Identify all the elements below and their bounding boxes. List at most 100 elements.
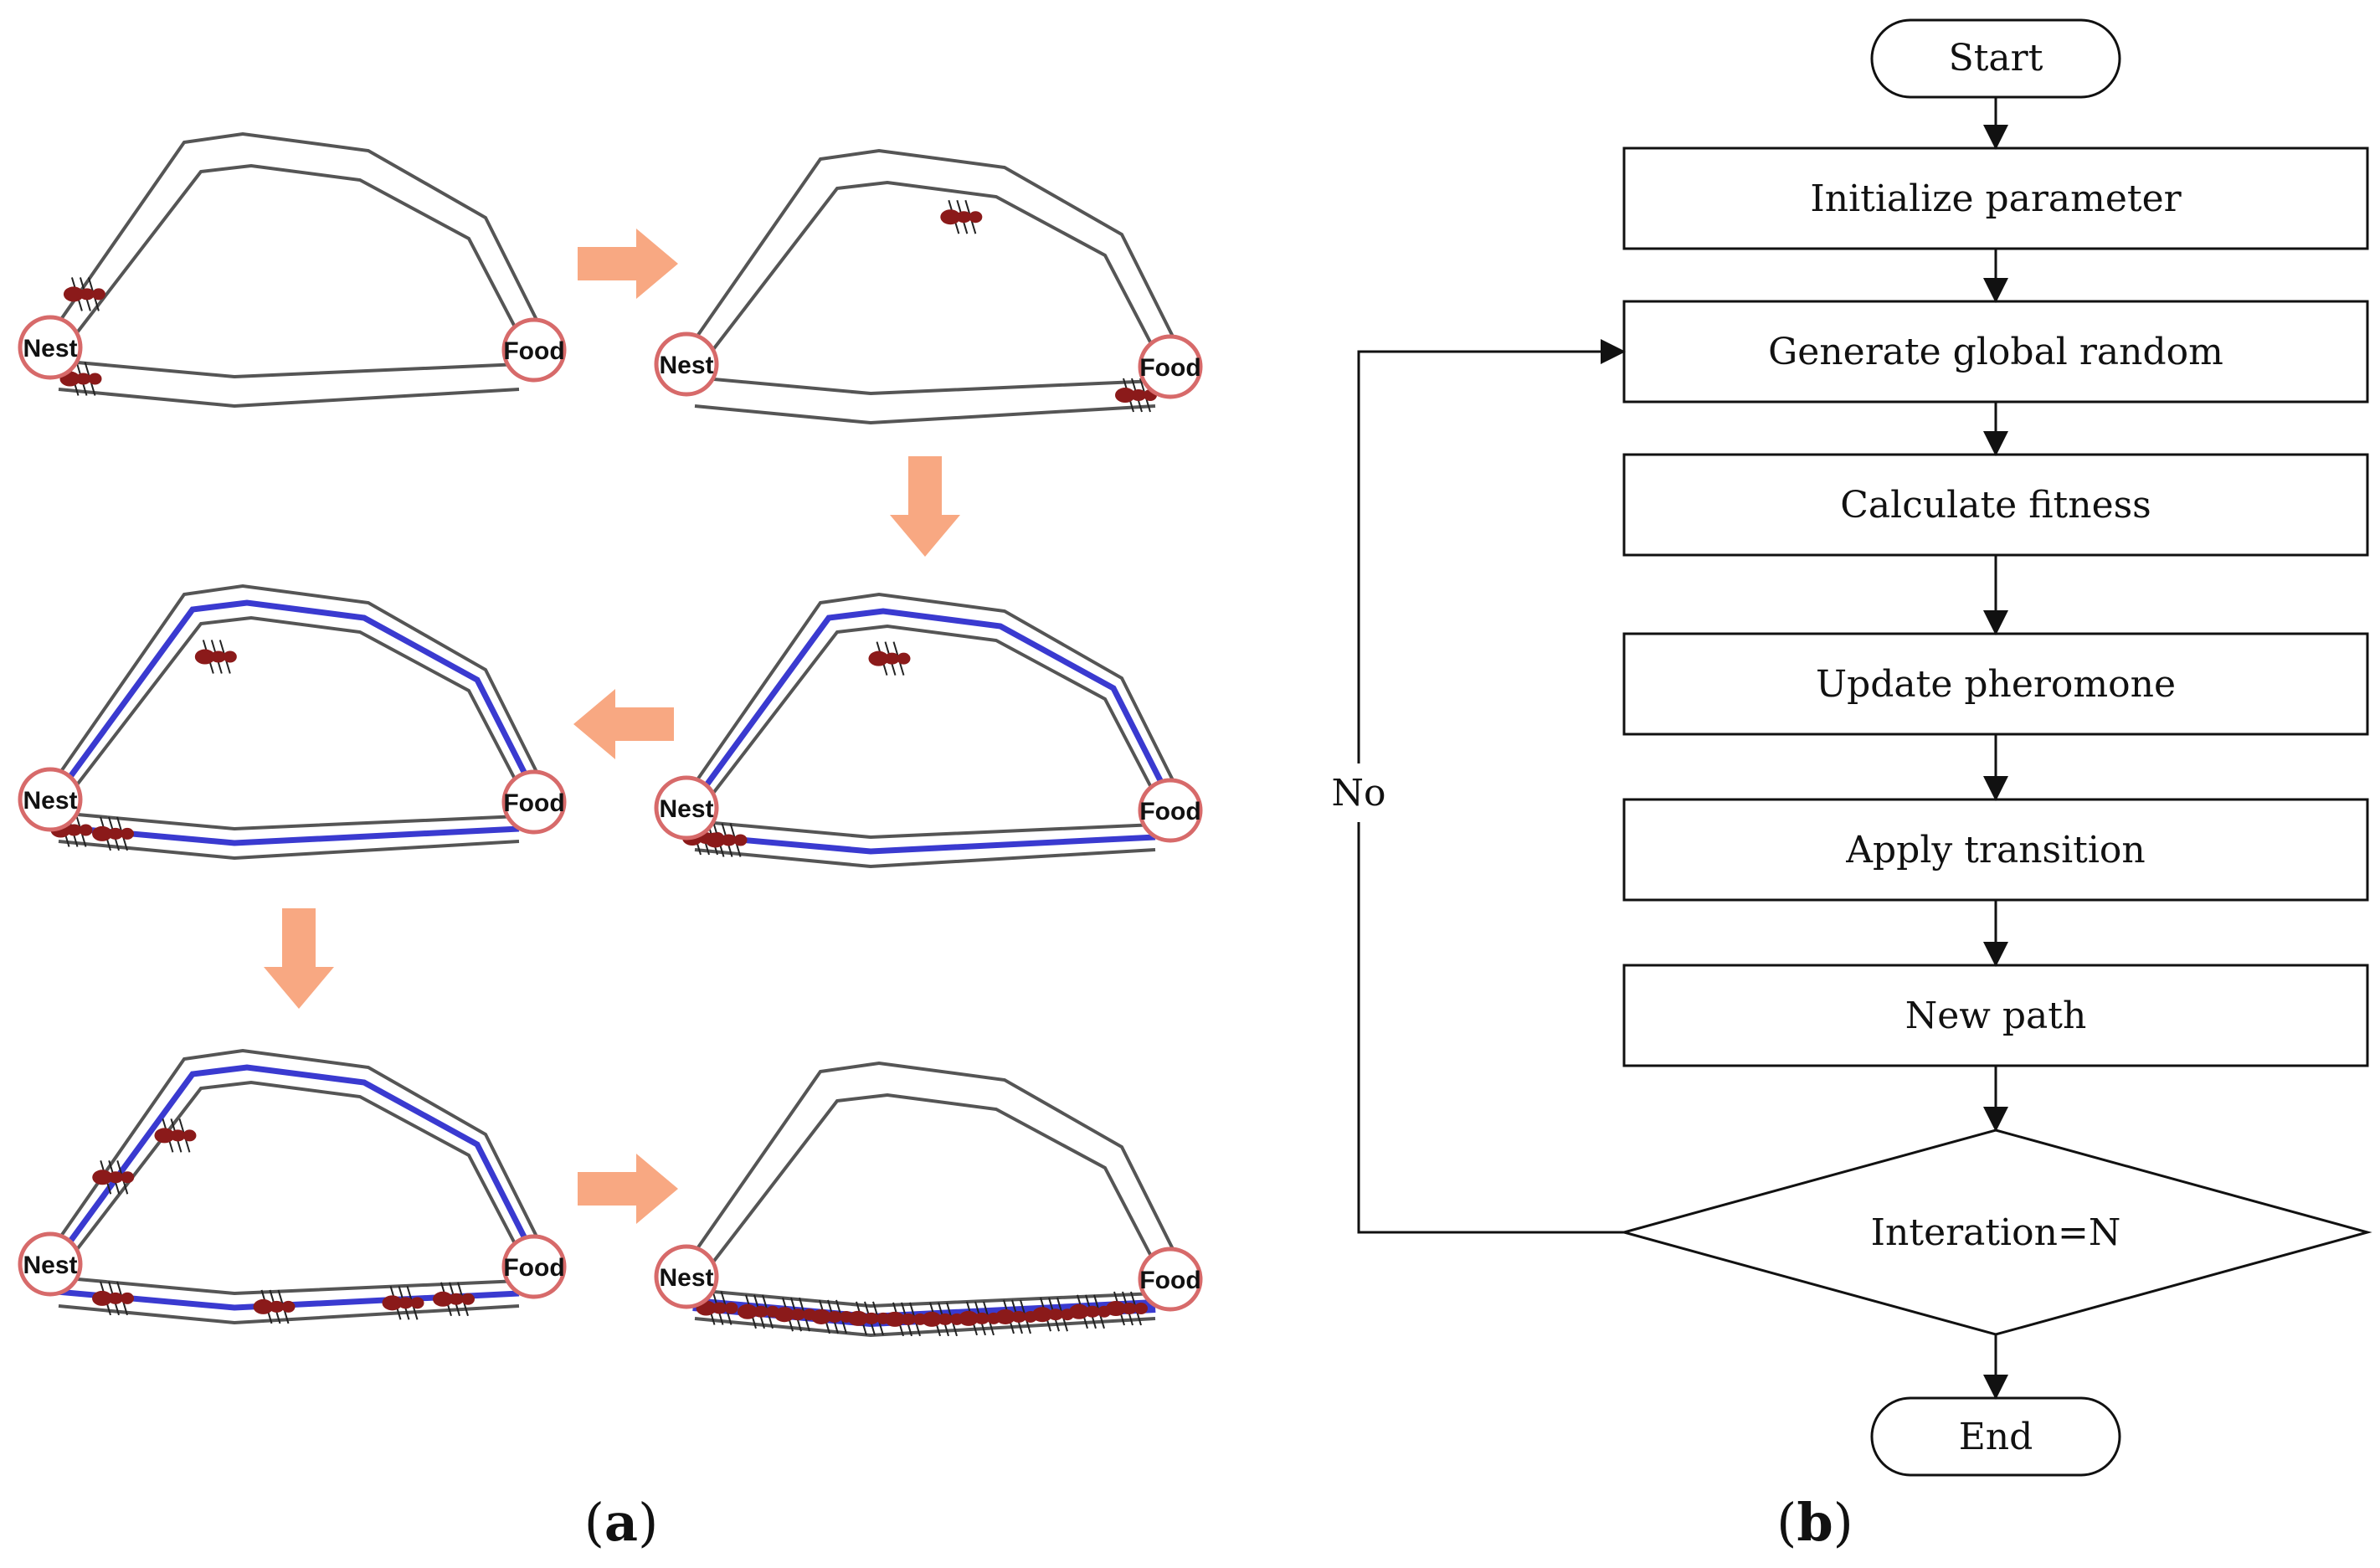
transition-arrow-4	[264, 908, 334, 1009]
caption-a-open: (	[584, 1492, 604, 1553]
short-path-outer	[49, 1275, 520, 1296]
long-path-outer	[685, 592, 1182, 797]
ant-long-0	[63, 277, 105, 311]
ant-short-10	[1069, 1294, 1111, 1329]
svg-text:(b): (b)	[1776, 1492, 1853, 1553]
short-path-outer	[686, 375, 1156, 396]
nest-label: Nest	[659, 795, 713, 823]
long-path-outer	[685, 1061, 1182, 1266]
ant-short-1	[253, 1289, 296, 1324]
svg-text:(a): (a)	[584, 1492, 659, 1553]
short-path-pheromone	[692, 832, 1156, 855]
step-box-new-path	[1622, 964, 2369, 1067]
ant-long-0	[92, 1160, 135, 1195]
end-label: End	[1959, 1416, 2033, 1458]
step-label-fitness: Calculate fitness	[1840, 484, 2151, 527]
ant-short-3	[811, 1299, 853, 1334]
loop-label-bg	[1319, 763, 1398, 822]
transition-arrow-5	[578, 1154, 678, 1224]
food-node	[501, 317, 567, 383]
food-label: Food	[1139, 354, 1200, 382]
nest-label: Nest	[23, 1252, 77, 1279]
food-node	[1138, 334, 1203, 399]
food-label: Food	[503, 1254, 564, 1282]
long-path-outer	[49, 131, 546, 337]
step-box-initialize	[1622, 147, 2369, 250]
ant-short-3	[433, 1282, 475, 1317]
ant-short-8	[995, 1299, 1037, 1334]
path-illustration-step-5: Nest Food	[18, 1048, 567, 1325]
long-path-inner	[74, 615, 521, 789]
short-path-outer	[686, 1288, 1156, 1308]
short-path-inner	[694, 404, 1156, 425]
ant-short-7	[959, 1301, 1000, 1336]
path-illustration-step-1: Nest Food	[18, 131, 567, 409]
food-node	[1138, 1247, 1203, 1312]
nest-node	[654, 775, 719, 841]
food-label: Food	[503, 337, 564, 365]
food-label: Food	[1139, 1267, 1200, 1294]
short-path-outer	[49, 810, 520, 831]
ant-short-2	[382, 1286, 424, 1320]
nest-node	[18, 315, 83, 380]
caption-b-letter: b	[1797, 1492, 1833, 1553]
step-box-generate	[1622, 300, 2369, 404]
long-path-inner	[74, 1080, 521, 1253]
short-path-outer	[49, 358, 520, 379]
ant-short-5	[885, 1302, 927, 1337]
nest-label: Nest	[23, 335, 77, 362]
ant-short-4	[848, 1301, 890, 1336]
ant-long-0	[868, 641, 911, 676]
caption-b-open: (	[1776, 1492, 1797, 1553]
ant-long-0	[194, 640, 237, 674]
long-path-pheromone	[60, 599, 535, 789]
long-path-inner	[710, 180, 1157, 353]
long-path-pheromone	[60, 1064, 535, 1254]
nest-node	[654, 332, 719, 397]
caption-a-close: )	[638, 1492, 658, 1553]
ant-short-9	[1032, 1297, 1074, 1332]
step-box-pheromone	[1622, 632, 2369, 736]
loop-label-no: No	[1332, 772, 1386, 815]
step-label-new-path: New path	[1905, 995, 2087, 1037]
path-illustration-step-6: Nest Food	[654, 1061, 1203, 1338]
long-path-outer	[49, 584, 546, 789]
short-path-inner	[694, 848, 1156, 869]
path-illustration-step-2: Nest Food	[654, 148, 1203, 425]
short-path-inner	[58, 388, 520, 409]
long-path-outer	[685, 148, 1182, 353]
nest-node	[18, 767, 83, 832]
long-path-inner	[74, 163, 521, 337]
nest-label: Nest	[659, 1264, 713, 1292]
food-node	[501, 1234, 567, 1299]
caption-a-letter: a	[604, 1492, 638, 1553]
ant-short-1	[705, 823, 748, 857]
ant-long-1	[154, 1118, 197, 1153]
ant-short-1	[92, 816, 134, 851]
start-label: Start	[1949, 37, 2043, 80]
step-box-transition	[1622, 798, 2369, 902]
panel-b-flowchart: Start Initialize parameter Generate glob…	[1319, 18, 2372, 1477]
step-label-initialize: Initialize parameter	[1810, 177, 2182, 220]
long-path-pheromone	[697, 608, 1171, 798]
step-label-pheromone: Update pheromone	[1816, 663, 2176, 706]
loop-back-connector	[1357, 339, 1626, 1234]
nest-label: Nest	[659, 352, 713, 379]
long-path-outer	[49, 1048, 546, 1253]
nest-node	[18, 1231, 83, 1297]
ant-short-11	[1106, 1291, 1148, 1326]
caption-a: (a)	[584, 1492, 659, 1553]
ant-short-0	[1115, 378, 1157, 413]
short-path-outer	[686, 819, 1156, 840]
nest-label: Nest	[23, 787, 77, 815]
transition-arrow-1	[578, 229, 678, 299]
short-path-inner	[694, 1317, 1156, 1338]
food-node	[501, 769, 567, 835]
transition-arrow-3	[573, 689, 674, 759]
step-label-transition: Apply transition	[1845, 829, 2146, 871]
food-node	[1138, 778, 1203, 843]
